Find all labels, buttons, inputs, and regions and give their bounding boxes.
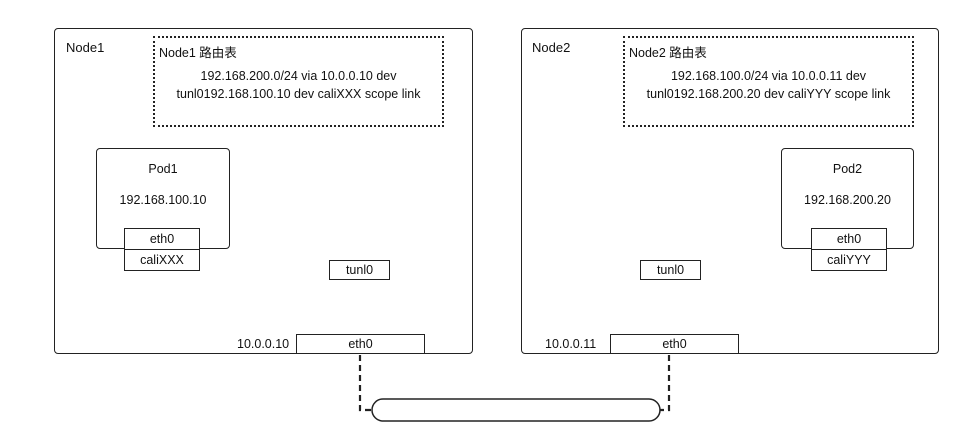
- node1-route-line-2: tunl0192.168.100.10 dev caliXXX scope li…: [176, 87, 421, 101]
- node1-tunl0: tunl0: [329, 260, 390, 280]
- node2-route-line-1: 192.168.100.0/24 via 10.0.0.11 dev: [670, 69, 867, 83]
- node1-host-ip: 10.0.0.10: [237, 337, 290, 351]
- pod1-ip: 192.168.100.10: [119, 193, 207, 207]
- pod2-box: Pod2 192.168.200.20: [781, 148, 914, 249]
- node1-box: Node1 Node1 路由表 192.168.200.0/24 via 10.…: [54, 28, 473, 354]
- node1-calixxx-veth: caliXXX: [124, 249, 200, 271]
- link-node2-eth0-pipe: [656, 355, 671, 412]
- link-node1-eth0-pipe: [358, 355, 375, 412]
- pod1-eth0: eth0: [124, 228, 200, 250]
- node1-route-table: Node1 路由表 192.168.200.0/24 via 10.0.0.10…: [153, 36, 444, 127]
- node1-route-title: Node1 路由表: [159, 46, 237, 60]
- node2-route-table: Node2 路由表 192.168.100.0/24 via 10.0.0.11…: [623, 36, 914, 127]
- node2-route-line-2: tunl0192.168.200.20 dev caliYYY scope li…: [646, 87, 891, 101]
- pod2-eth0: eth0: [811, 228, 887, 250]
- node2-host-ip: 10.0.0.11: [545, 337, 597, 351]
- node2-route-title: Node2 路由表: [629, 46, 707, 60]
- node1-label: Node1: [66, 40, 105, 55]
- node2-tunl0: tunl0: [640, 260, 701, 280]
- node1-route-line-1: 192.168.200.0/24 via 10.0.0.10 dev: [200, 69, 397, 83]
- node2-caliyyy-veth: caliYYY: [811, 249, 887, 271]
- ipip-tunnel-pipe: [371, 398, 661, 422]
- node1-host-eth0: eth0: [296, 334, 425, 354]
- node2-host-eth0: eth0: [610, 334, 739, 354]
- pod1-name: Pod1: [148, 162, 178, 176]
- node2-box: Node2 Node2 路由表 192.168.100.0/24 via 10.…: [521, 28, 939, 354]
- pod2-ip: 192.168.200.20: [804, 193, 891, 207]
- pod2-name: Pod2: [832, 162, 863, 176]
- node2-label: Node2: [532, 40, 571, 55]
